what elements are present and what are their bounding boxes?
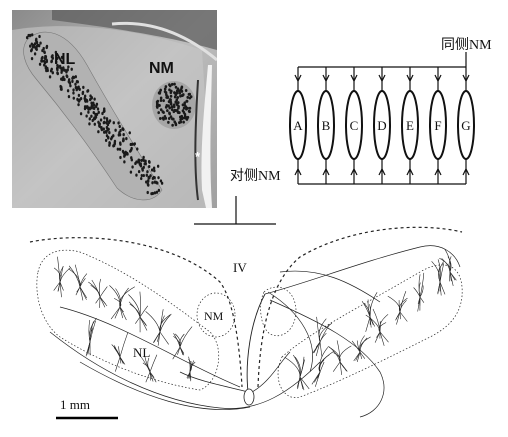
contralateral-nm-label: 对侧NM	[230, 169, 281, 184]
micrograph-nm-label: NM	[149, 60, 174, 77]
left-nl-outline	[36, 249, 219, 391]
micrograph-asterisk: *	[195, 149, 201, 164]
neuron-label: G	[461, 118, 470, 133]
nl-cell-dots	[25, 33, 164, 196]
neuron-e: E	[401, 67, 419, 184]
neuron-c: C	[345, 67, 363, 184]
neuron-f: F	[429, 67, 447, 184]
left-nm-outline	[196, 292, 236, 338]
neuron-array: A B C D E F G	[289, 67, 475, 184]
brainstem-outline	[29, 237, 243, 388]
schematic-diagram: A B C D E F G	[289, 52, 475, 185]
nucleus-micrograph: NL NM *	[12, 10, 218, 209]
neuron-label: D	[377, 118, 386, 133]
ipsilateral-nm-label: 同侧NM	[441, 38, 492, 53]
tracing-nl-label: NL	[133, 345, 151, 360]
coincidence-schematic: A B C D E F G 同侧NM 对侧NM	[222, 34, 508, 194]
ventricle-label: IV	[233, 260, 247, 275]
neuron-label: B	[322, 118, 331, 133]
tracing-diagram	[29, 226, 463, 420]
panel-connector	[194, 196, 276, 225]
neuron-b: B	[317, 67, 335, 184]
neuron-g: G	[457, 67, 475, 184]
right-nl-outline	[277, 264, 463, 398]
midline	[201, 65, 212, 208]
dendritic-arbors	[53, 248, 457, 391]
neuron-label: E	[406, 118, 414, 133]
scale-bar-label: 1 mm	[60, 397, 90, 412]
micrograph-image	[12, 10, 218, 209]
neuron-label: F	[434, 118, 441, 133]
micrograph-nl-label: NL	[54, 51, 76, 68]
right-nm-outline	[260, 286, 297, 336]
tracing-nm-label: NM	[204, 309, 224, 323]
traced-cell-body	[243, 388, 255, 406]
neuron-a: A	[289, 67, 307, 184]
neuron-label: C	[350, 118, 359, 133]
neuron-d: D	[373, 67, 391, 184]
neuron-label: A	[293, 118, 303, 133]
axon-tracing: IV NM NL 1 mm	[20, 212, 480, 432]
